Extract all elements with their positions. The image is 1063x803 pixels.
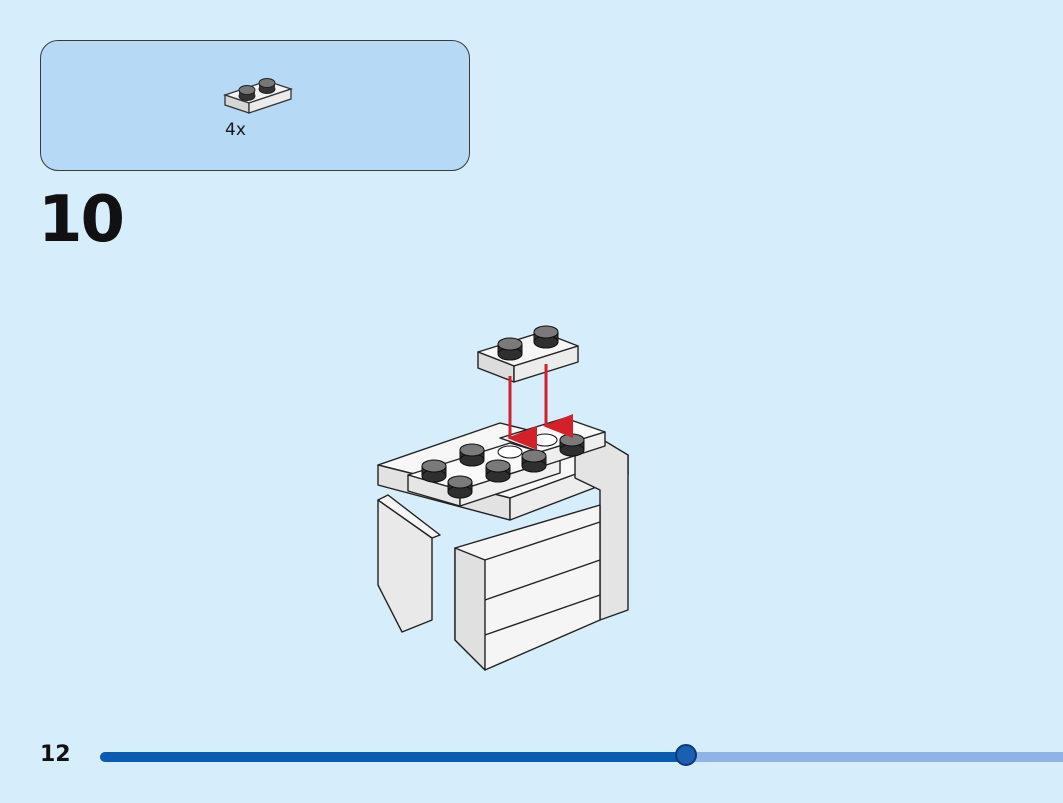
white-1x2-plate-icon (222, 78, 294, 114)
parts-list-box: 4x (40, 40, 470, 171)
build-step-illustration (377, 325, 629, 671)
new-plate (477, 325, 579, 383)
part-quantity: 4x (225, 120, 246, 140)
progress-knob (675, 744, 697, 766)
step-number: 10 (38, 183, 125, 257)
progress-fill (100, 752, 686, 762)
placement-arrows (507, 364, 573, 450)
page-number: 12 (40, 742, 71, 767)
progress-bar (100, 744, 1063, 766)
